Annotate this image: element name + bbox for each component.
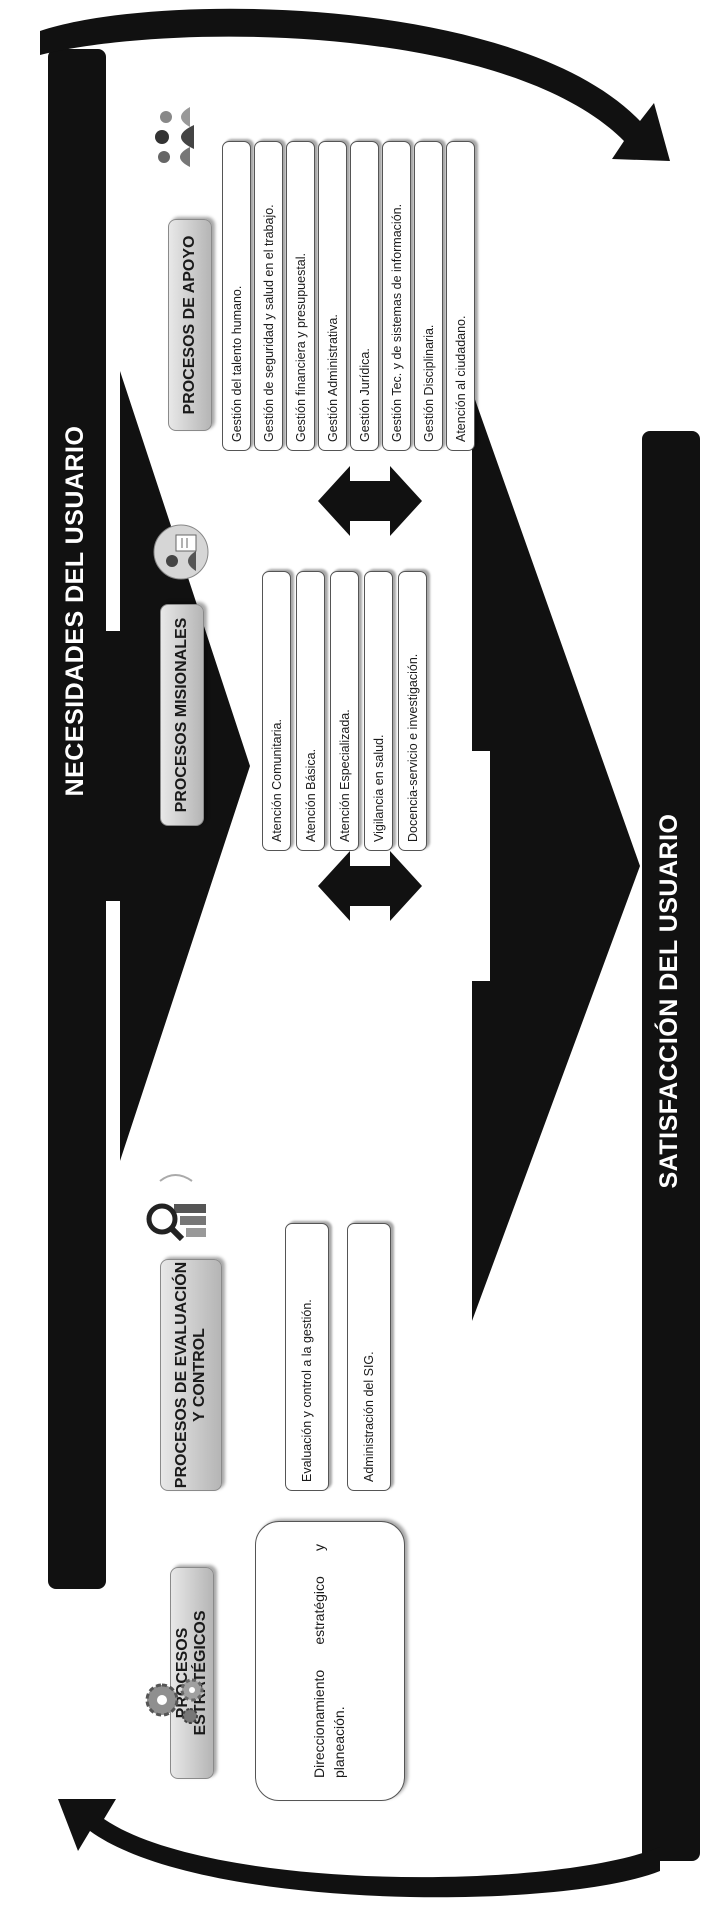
- item-atencion-especializada: Atención Especializada.: [330, 571, 359, 851]
- item-juridica: Gestión Jurídica.: [350, 141, 379, 451]
- doctor-patient-icon: [152, 523, 215, 581]
- cycle-arrow-left: [58, 1799, 660, 1898]
- item-vigilancia-salud: Vigilancia en salud.: [364, 571, 393, 851]
- cycle-arrow-right: [40, 8, 670, 161]
- flow-arrow-to-satisfaction: [472, 391, 640, 1321]
- gears-icon: [140, 1673, 215, 1728]
- item-tecnologia-sistemas: Gestión Tec. y de sistemas de informació…: [382, 141, 411, 451]
- item-disciplinaria: Gestión Disciplinaria.: [414, 141, 443, 451]
- header-apoyo: PROCESOS DE APOYO: [168, 219, 212, 431]
- needs-bar: [48, 49, 106, 1589]
- item-direccionamiento: Direccionamiento estratégico y planeació…: [255, 1521, 405, 1801]
- item-atencion-comunitaria: Atención Comunitaria.: [262, 571, 291, 851]
- people-group-icon: [150, 101, 215, 171]
- satisfaction-bar: [642, 431, 700, 1861]
- item-evaluacion-control: Evaluación y control a la gestión.: [285, 1223, 329, 1491]
- satisfaction-label: SATISFACCIÓN DEL USUARIO: [655, 813, 683, 1189]
- item-talento-humano: Gestión del talento humano.: [222, 141, 251, 451]
- double-arrow-left: [318, 851, 422, 921]
- magnifier-chart-icon: [140, 1161, 215, 1242]
- item-docencia-investigacion: Docencia-servicio e investigación.: [398, 571, 427, 851]
- item-seguridad-salud: Gestión de seguridad y salud en el traba…: [254, 141, 283, 451]
- header-evaluacion: PROCESOS DE EVALUACIÓN Y CONTROL: [160, 1259, 222, 1491]
- needs-label: NECESIDADES DEL USUARIO: [61, 425, 89, 797]
- item-atencion-basica: Atención Básica.: [296, 571, 325, 851]
- double-arrow-right: [318, 466, 422, 536]
- header-misionales: PROCESOS MISIONALES: [160, 604, 204, 826]
- item-administrativa: Gestión Administrativa.: [318, 141, 347, 451]
- item-financiera: Gestión financiera y presupuestal.: [286, 141, 315, 451]
- item-administracion-sig: Administración del SIG.: [347, 1223, 391, 1491]
- item-atencion-ciudadano: Atención al ciudadano.: [446, 141, 475, 451]
